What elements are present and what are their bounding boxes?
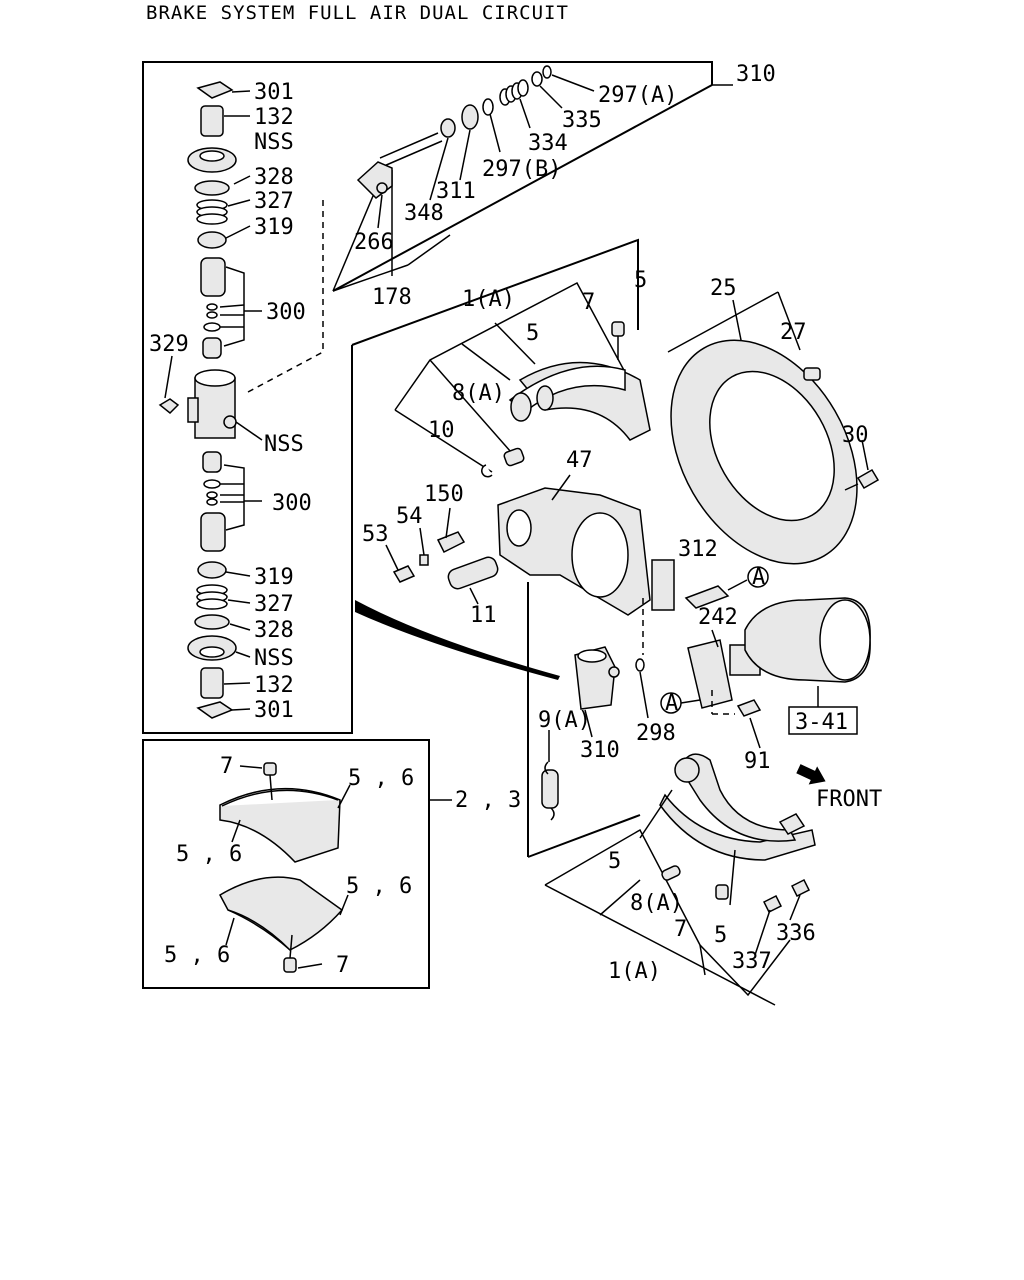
label-337: 337 (732, 949, 772, 974)
label-1a-top: 1(A) (462, 287, 515, 312)
label-334: 334 (528, 131, 568, 156)
lower-brake-shoe (544, 753, 816, 1006)
label-8a-top: 8(A) (452, 381, 505, 406)
label-298: 298 (636, 721, 676, 746)
shaft-assembly (247, 65, 713, 393)
label-5-6-kit-d: 5 , 6 (164, 943, 230, 968)
label-311: 311 (436, 179, 476, 204)
label-7-lower: 7 (674, 917, 687, 942)
label-47: 47 (566, 448, 593, 473)
label-300-bottom: 300 (272, 491, 312, 516)
main-assembly-outline (351, 238, 639, 346)
upper-brake-shoe (394, 281, 651, 478)
label-9a: 9(A) (538, 708, 591, 733)
label-7-top: 7 (582, 290, 595, 315)
label-300-top: 300 (266, 300, 306, 325)
label-5-lower-right: 5 (714, 923, 727, 948)
label-nss-top: NSS (254, 130, 294, 155)
label-132-top: 132 (254, 105, 294, 130)
label-297a: 297(A) (598, 83, 677, 108)
label-327-bottom: 327 (254, 592, 294, 617)
label-25: 25 (710, 276, 737, 301)
main-assembly-outline-bottom (527, 814, 641, 858)
label-nss-bottom: NSS (254, 646, 294, 671)
label-10: 10 (428, 418, 455, 443)
label-front: FRONT (816, 787, 882, 812)
label-7-kit-top: 7 (220, 754, 233, 779)
label-178: 178 (372, 285, 412, 310)
label-301-top: 301 (254, 80, 294, 105)
label-nss-mid: NSS (264, 432, 304, 457)
label-5-top-mid: 5 (526, 321, 539, 346)
label-3-41-reference: 3-41 (795, 710, 848, 735)
shoe-kit-panel (142, 739, 452, 989)
label-a-marker-1: A (752, 565, 765, 590)
label-348: 348 (404, 201, 444, 226)
label-91: 91 (744, 749, 771, 774)
label-27: 27 (780, 320, 807, 345)
label-319-bottom: 319 (254, 565, 294, 590)
label-5-6-kit-a: 5 , 6 (348, 766, 414, 791)
spider-bracket (385, 474, 675, 655)
label-310-bottom: 310 (580, 738, 620, 763)
label-242: 242 (698, 605, 738, 630)
label-11: 11 (470, 603, 497, 628)
label-8a-lower: 8(A) (630, 891, 683, 916)
label-132-bottom: 132 (254, 673, 294, 698)
air-chamber (660, 566, 871, 749)
label-336: 336 (776, 921, 816, 946)
label-5-top-right: 5 (634, 268, 647, 293)
label-319-top: 319 (254, 215, 294, 240)
label-297b: 297(B) (482, 157, 561, 182)
front-arrow-icon (796, 764, 826, 785)
label-335: 335 (562, 108, 602, 133)
label-7-kit-bottom: 7 (336, 953, 349, 978)
label-54: 54 (396, 504, 423, 529)
label-53: 53 (362, 522, 389, 547)
label-5-6-kit-b: 5 , 6 (176, 842, 242, 867)
label-5-lower-left: 5 (608, 849, 621, 874)
slack-adjuster-mounted (355, 600, 649, 821)
label-301-bottom: 301 (254, 698, 294, 723)
label-2-3: 2 , 3 (455, 788, 521, 813)
label-266: 266 (354, 230, 394, 255)
slack-adjuster-panel (142, 61, 733, 734)
label-327-top: 327 (254, 189, 294, 214)
label-328-top: 328 (254, 165, 294, 190)
label-30: 30 (842, 423, 869, 448)
label-328-bottom: 328 (254, 618, 294, 643)
label-1a-lower: 1(A) (608, 959, 661, 984)
label-a-marker-2: A (665, 691, 678, 716)
dust-shield (667, 291, 880, 565)
label-150: 150 (424, 482, 464, 507)
diagram-title: BRAKE SYSTEM FULL AIR DUAL CIRCUIT (146, 2, 569, 24)
label-310-top: 310 (736, 62, 776, 87)
label-329: 329 (149, 332, 189, 357)
label-5-6-kit-c: 5 , 6 (346, 874, 412, 899)
label-312: 312 (678, 537, 718, 562)
